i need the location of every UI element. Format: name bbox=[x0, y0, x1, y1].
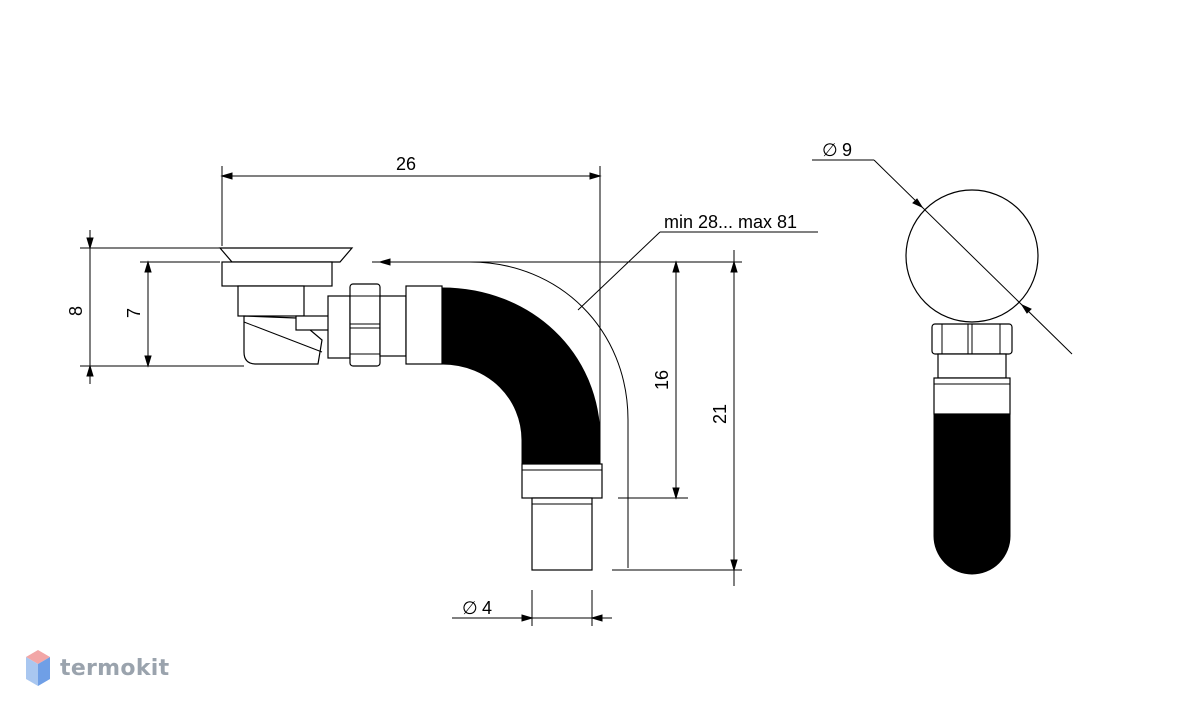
dim-height-21: 21 bbox=[710, 404, 730, 424]
dim-length-range: min 28... max 81 bbox=[664, 212, 797, 232]
front-trap-body bbox=[933, 413, 1011, 575]
pipe-sleeve-vertical bbox=[521, 463, 603, 499]
bend-length-arc bbox=[469, 261, 629, 568]
drain-body bbox=[221, 261, 333, 287]
dim-height-7: 7 bbox=[124, 308, 144, 318]
dim-diameter-4: 4 bbox=[482, 598, 492, 618]
dim-height-16: 16 bbox=[652, 370, 672, 390]
front-connector bbox=[937, 353, 1007, 379]
pipe-sleeve-horizontal bbox=[405, 285, 443, 365]
drain-cap bbox=[218, 247, 354, 263]
flexible-bend bbox=[441, 287, 601, 465]
front-view bbox=[812, 159, 1073, 575]
drain-angle-line bbox=[243, 321, 323, 353]
dim-diameter-9-symbol: ∅ bbox=[822, 140, 838, 160]
drain-connector bbox=[327, 295, 351, 359]
hexagon-cube-icon bbox=[26, 650, 50, 686]
side-view bbox=[218, 247, 629, 571]
dim-diameter-4-symbol: ∅ bbox=[462, 598, 478, 618]
drain-housing bbox=[237, 285, 305, 317]
brand-logo: termokit bbox=[24, 648, 169, 688]
dim-width-26: 26 bbox=[396, 154, 416, 174]
dim-height-8: 8 bbox=[66, 306, 86, 316]
outlet-pipe bbox=[531, 497, 593, 571]
drain-neck bbox=[295, 315, 331, 331]
front-sleeve bbox=[933, 377, 1011, 415]
coupling bbox=[379, 295, 407, 357]
dim-diameter-9: 9 bbox=[842, 140, 852, 160]
brand-name: termokit bbox=[60, 655, 170, 681]
dimension-lines bbox=[80, 166, 818, 626]
